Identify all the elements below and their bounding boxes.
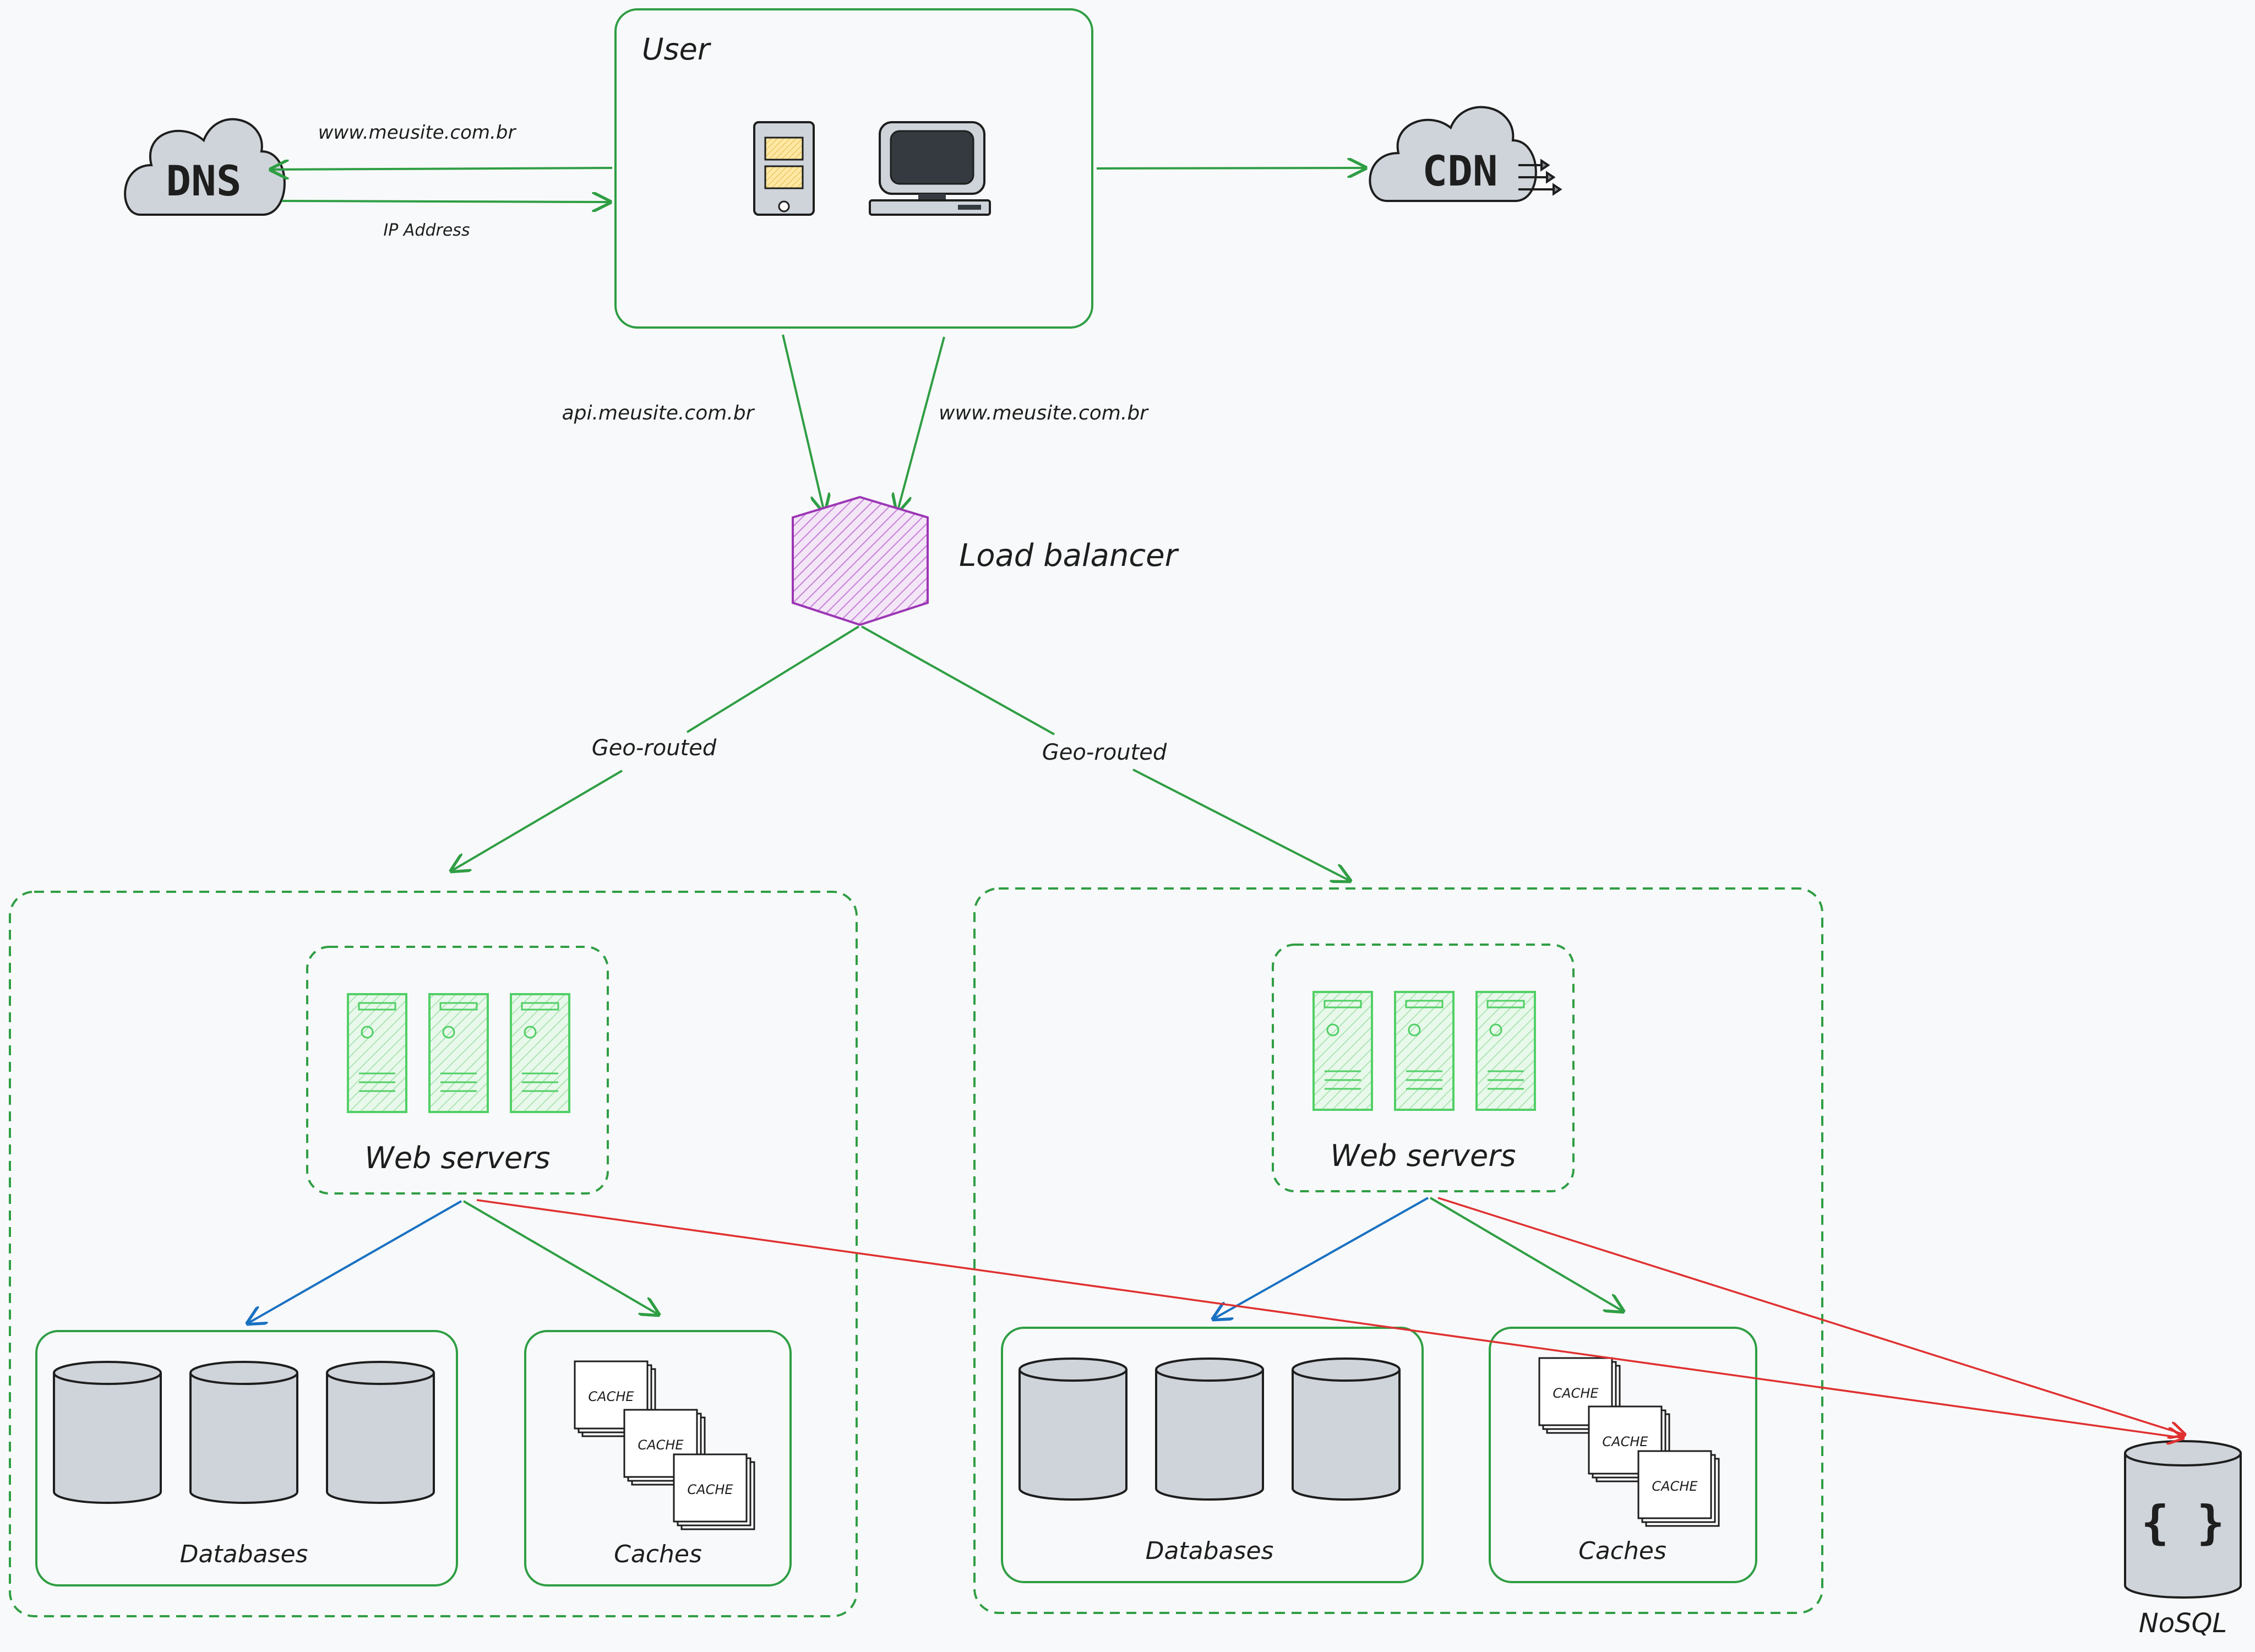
cdn-node: CDN (1369, 106, 1562, 202)
cdn-stream-arrows-icon (1518, 159, 1562, 196)
dns-node: DNS (124, 118, 286, 216)
database-icon (1018, 1357, 1128, 1501)
desktop-computer-icon (869, 121, 991, 216)
server-icon (347, 993, 407, 1113)
database-icon (326, 1361, 435, 1504)
caches-label: Caches (1578, 1537, 1666, 1565)
edge-web-to-caches (1429, 1197, 1623, 1311)
database-icon (189, 1361, 298, 1504)
databases-label: Databases (1146, 1537, 1274, 1565)
web-servers-label: Web servers (364, 1141, 550, 1175)
cache-tag: CACHE (687, 1482, 733, 1497)
web-servers-group: Web servers (306, 946, 609, 1195)
edge-label-user-to-lb-www: www.meusite.com.br (939, 402, 1149, 424)
cache-tag: CACHE (1652, 1479, 1698, 1494)
databases-group: Databases (1001, 1327, 1424, 1583)
databases-group: Databases (35, 1330, 458, 1586)
server-icon (1475, 991, 1536, 1111)
edge-label-user-to-dns: www.meusite.com.br (318, 122, 517, 144)
region-cluster-left: Web servers Databases (9, 891, 858, 1617)
cdn-label: CDN (1422, 146, 1497, 195)
database-icon (1155, 1357, 1264, 1501)
edge-web-to-databases (1213, 1197, 1429, 1319)
cache-icon: CACHE (673, 1453, 755, 1530)
cache-icon: CACHE (574, 1360, 656, 1437)
server-icon (1394, 991, 1455, 1111)
edge-label-user-to-lb-api: api.meusite.com.br (562, 402, 755, 424)
nosql-node: { } NoSQL (2124, 1440, 2242, 1639)
cache-tag: CACHE (638, 1437, 684, 1453)
edge-web-to-caches (462, 1200, 658, 1315)
databases-label: Databases (180, 1540, 308, 1568)
tablet-icon (753, 121, 815, 216)
server-icon (510, 993, 570, 1113)
cache-tag: CACHE (1553, 1386, 1599, 1401)
cache-tag: CACHE (1602, 1434, 1648, 1449)
load-balancer-node: Load balancer (792, 495, 1179, 626)
edge-left-web-to-nosql (476, 1199, 2183, 1438)
cache-icon: CACHE (1637, 1450, 1720, 1527)
user-node: User (614, 8, 1093, 329)
edge-label-lb-to-left: Geo-routed (592, 735, 717, 761)
user-label: User (642, 32, 711, 67)
edge-web-to-databases (248, 1200, 462, 1323)
cache-tag: CACHE (588, 1389, 634, 1404)
edge-lb-to-left-region: Geo-routed (451, 625, 860, 871)
edge-user-to-lb-api: api.meusite.com.br (562, 334, 824, 512)
edge-label-dns-to-user: IP Address (383, 221, 470, 240)
edge-lb-to-right-region: Geo-routed (861, 625, 1350, 881)
nosql-label: NoSQL (2139, 1608, 2227, 1639)
database-icon (1292, 1357, 1401, 1501)
load-balancer-label: Load balancer (959, 538, 1179, 574)
caches-group: CACHE CACHE CACHE Caches (1489, 1327, 1757, 1583)
edge-label-lb-to-right: Geo-routed (1042, 740, 1167, 765)
edge-user-to-dns: www.meusite.com.br (271, 122, 613, 170)
edge-dns-to-user: IP Address (281, 201, 610, 240)
caches-label: Caches (614, 1540, 702, 1568)
region-cluster-right: Web servers Databases (973, 887, 1823, 1614)
edge-user-to-lb-www: www.meusite.com.br (897, 336, 1149, 512)
edge-right-web-to-nosql (1437, 1197, 2185, 1435)
web-servers-group: Web servers (1272, 944, 1575, 1192)
nosql-glyph: { } (2141, 1496, 2225, 1550)
database-icon (53, 1361, 162, 1504)
server-icon (428, 993, 489, 1113)
server-icon (1312, 991, 1373, 1111)
dns-label: DNS (166, 156, 241, 205)
web-servers-label: Web servers (1330, 1138, 1516, 1173)
caches-group: CACHE CACHE CACHE Caches (524, 1330, 792, 1586)
